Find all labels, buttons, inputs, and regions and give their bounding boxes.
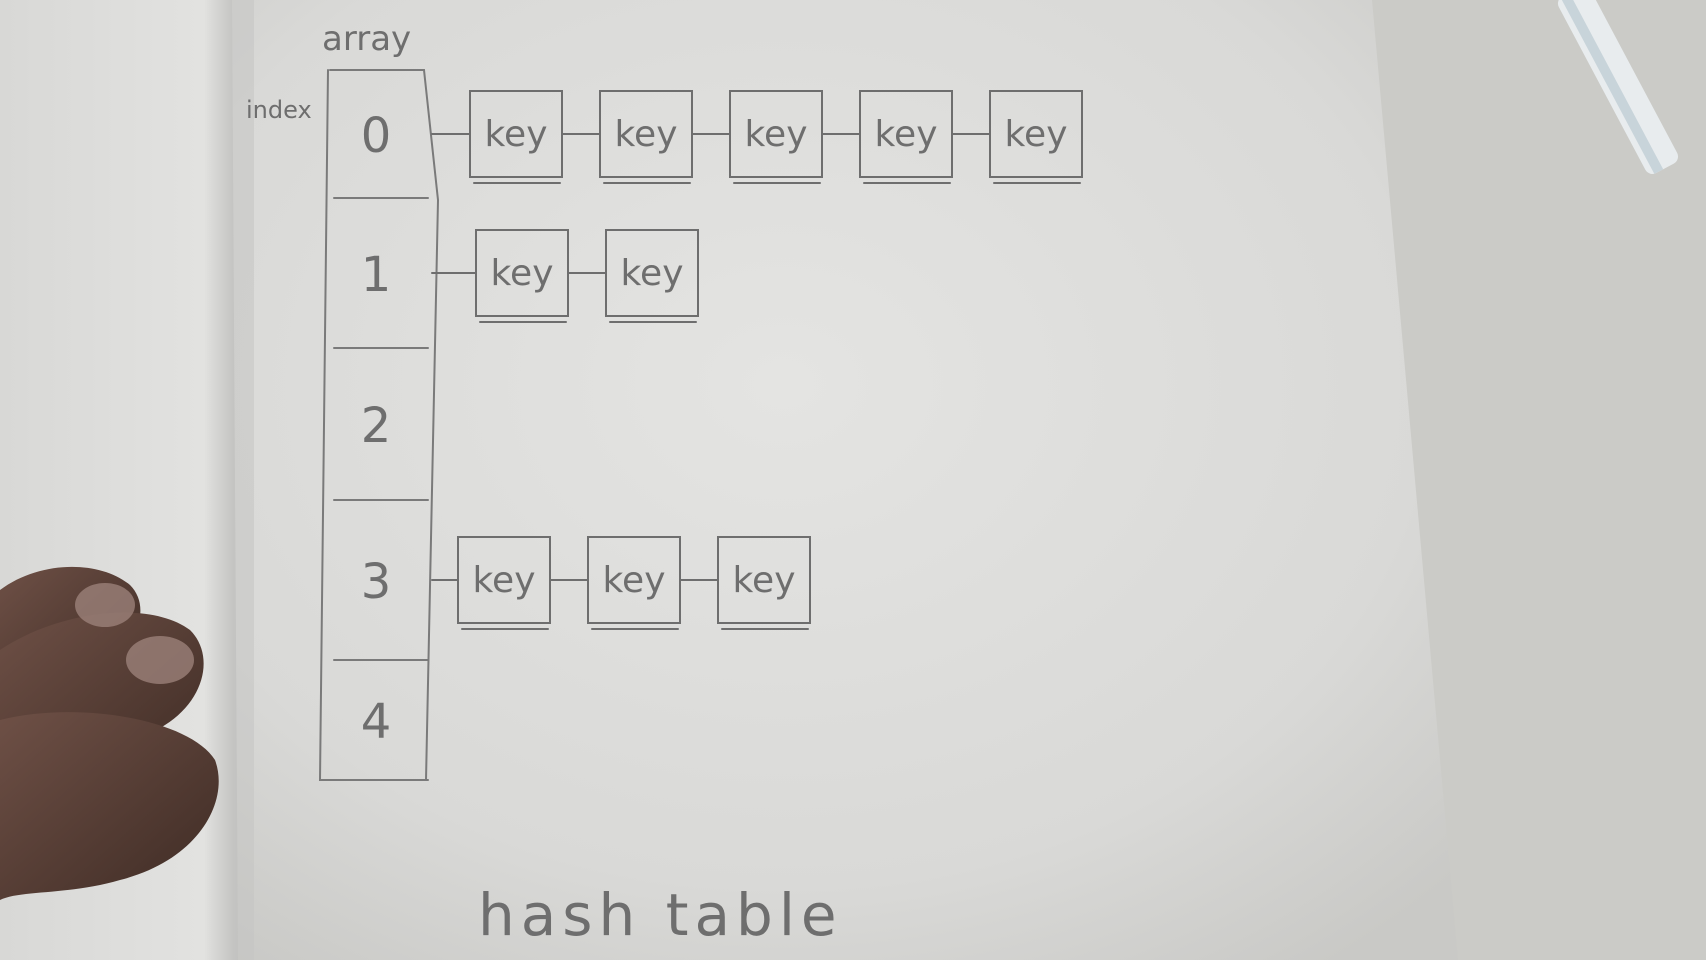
key-node: key	[729, 90, 823, 184]
key-node: key	[469, 90, 563, 184]
svg-text:key: key	[490, 253, 553, 294]
svg-text:key: key	[602, 560, 665, 601]
svg-text:key: key	[484, 114, 547, 155]
key-node: key	[989, 90, 1083, 184]
svg-text:key: key	[874, 114, 937, 155]
array-index-4: 4	[361, 694, 392, 750]
array-index-0: 0	[361, 108, 392, 164]
array-cells: 0 1 2 3 4	[333, 108, 429, 781]
key-node: key	[599, 90, 693, 184]
key-node: key	[605, 229, 699, 323]
array-index-1: 1	[361, 247, 392, 303]
pen-object	[1557, 0, 1679, 174]
key-node: key	[475, 229, 569, 323]
svg-text:key: key	[472, 560, 535, 601]
key-node: key	[457, 536, 551, 630]
array-column	[318, 69, 440, 781]
index-label: index	[246, 96, 312, 124]
key-node: key	[859, 90, 953, 184]
svg-text:key: key	[614, 114, 677, 155]
svg-text:key: key	[744, 114, 807, 155]
paper-sheet	[232, 0, 1458, 960]
svg-text:key: key	[732, 560, 795, 601]
svg-text:key: key	[620, 253, 683, 294]
bucket-chains: key key key key key key key key key key	[431, 90, 1083, 630]
svg-text:key: key	[1004, 114, 1067, 155]
hand	[0, 566, 219, 900]
array-label: array	[322, 19, 411, 59]
array-index-3: 3	[361, 554, 392, 610]
caption: hash table	[478, 881, 843, 949]
array-index-2: 2	[361, 398, 392, 454]
key-node: key	[717, 536, 811, 630]
